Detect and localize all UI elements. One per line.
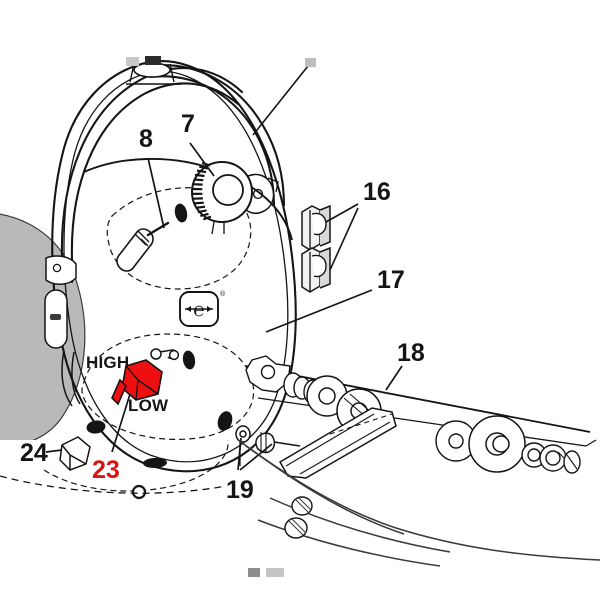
callout-leaders	[45, 142, 403, 453]
shaft-assembly	[245, 355, 597, 479]
ground-dashed-line	[0, 475, 227, 494]
deck-housing	[51, 60, 297, 473]
callout-24: 24	[20, 439, 48, 467]
svg-text:℮: ℮	[193, 300, 204, 321]
leader-24	[45, 449, 63, 453]
callout-16: 16	[363, 178, 391, 206]
callout-7: 7	[181, 110, 195, 138]
eyelet-parts	[150, 348, 180, 361]
leader-18	[385, 365, 403, 391]
hole-marker-3	[217, 411, 233, 431]
leader-19	[237, 437, 273, 471]
hole-marker-6	[131, 484, 147, 500]
leader-8	[147, 157, 165, 229]
hole-marker-2	[182, 350, 196, 370]
hole-marker-5	[143, 457, 167, 469]
leader-17	[265, 289, 373, 333]
adjustment-lever-23	[111, 359, 163, 406]
spark-plug-part	[116, 221, 170, 272]
brand-badge: ℮ ®	[179, 290, 226, 327]
pulley-3	[468, 415, 526, 473]
callout-18: 18	[397, 339, 425, 367]
spider-bracket	[245, 355, 291, 393]
bail-pivot-bracket-left	[45, 255, 77, 285]
block-part-24	[59, 436, 91, 471]
hole-marker-4	[86, 420, 106, 434]
spring-clip-lower	[301, 246, 331, 293]
registration-marks	[248, 568, 284, 577]
svg-text:®: ®	[220, 290, 226, 298]
callout-17: 17	[377, 266, 405, 294]
callout-23: 23	[92, 456, 120, 484]
bail-top-mount	[126, 56, 182, 85]
hidden-outline-lower	[43, 333, 255, 492]
leader-7	[189, 142, 215, 177]
mode-label-low: LOW	[128, 396, 169, 415]
unlabeled-leader	[252, 58, 316, 136]
knurled-knob	[191, 161, 253, 235]
housing-foot	[61, 349, 81, 407]
diagram-artwork: ℮ ®	[0, 56, 600, 577]
grip-slot	[44, 289, 68, 349]
callout-19: 19	[226, 476, 254, 504]
hole-marker-1	[174, 203, 188, 223]
leader-16	[325, 203, 359, 223]
spring-clip-upper	[301, 204, 331, 251]
leader-23	[111, 393, 131, 453]
callout-8: 8	[139, 125, 153, 153]
belt-cables	[237, 439, 600, 567]
mode-label-high: HIGH	[86, 353, 130, 372]
leader-16-b	[329, 207, 359, 271]
